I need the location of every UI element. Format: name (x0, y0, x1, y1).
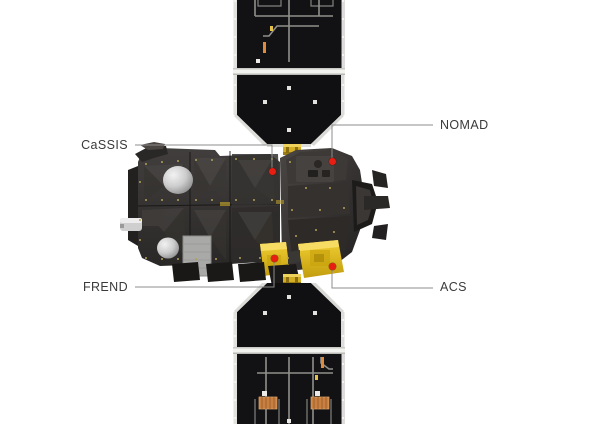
solar-array-bottom (233, 283, 347, 424)
callout-label-frend: FREND (82, 280, 128, 294)
marker-dot-frend (271, 255, 278, 262)
solar-array-top-graphic (233, 0, 345, 147)
nomad-instrument (296, 156, 334, 182)
solar-array-top (233, 0, 347, 150)
callout-label-acs: ACS (440, 280, 467, 294)
marker-dot-nomad (329, 158, 336, 165)
callout-label-nomad: NOMAD (440, 118, 489, 132)
marker-dot-cassis (269, 168, 276, 175)
spacecraft-bus-graphic (120, 142, 390, 286)
boom (120, 218, 142, 231)
marker-dot-acs (329, 263, 336, 270)
spacecraft-bus (120, 140, 410, 288)
solar-array-bottom-graphic (233, 283, 345, 424)
callout-label-cassis: CaSSIS (81, 138, 128, 152)
